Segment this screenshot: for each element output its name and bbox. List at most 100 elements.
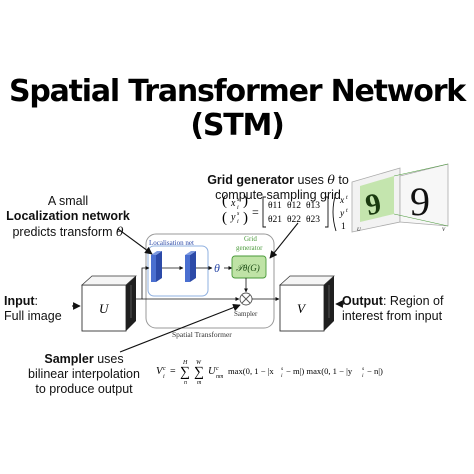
formula-u-sub: nm <box>216 374 224 380</box>
matrix-bracket-right <box>325 196 329 228</box>
vec-top-sup: t <box>346 195 348 201</box>
localization-theta: θ <box>115 224 124 239</box>
sampler-line-3: to produce output <box>35 382 133 396</box>
formula-sum-2-top: W <box>196 360 202 366</box>
matrix-r1c1: θ11 <box>268 201 282 211</box>
matrix-lhs-bot-sub: i <box>237 219 239 225</box>
bilinear-formula: V c i = ∑ H n ∑ W m U c nm max(0, 1 − |x… <box>156 360 383 386</box>
matrix-r2c3: θ23 <box>306 215 320 225</box>
thumbnail-digit-v: 9 <box>410 179 430 224</box>
localisation-layer-2 <box>185 251 196 282</box>
formula-max-1b: − m|) max(0, 1 − |y <box>286 366 353 376</box>
transform-label: 𝒯θ(G) <box>236 263 260 273</box>
matrix-lhs-bot: y <box>230 212 236 223</box>
thumbnail-digit-u: 9 <box>363 187 385 222</box>
v-label: V <box>297 301 307 316</box>
matrix-bracket-left <box>262 196 266 228</box>
localization-line-1: A small <box>47 194 89 208</box>
transform-thumbnail: 9 9 U V <box>351 163 449 233</box>
localization-annotation-arrow <box>117 228 153 255</box>
formula-sum-2-bot: m <box>197 380 202 386</box>
formula-v-sub: i <box>163 374 165 380</box>
grid-generator-label-2: generator <box>236 244 263 252</box>
grid-rest-2: to <box>334 173 349 187</box>
input-rest: : <box>34 294 39 308</box>
vec-mid: y <box>339 209 345 219</box>
formula-y-sub: i <box>362 373 364 379</box>
formula-y-sup: s <box>362 366 364 372</box>
grid-generator-label-1: Grid <box>244 235 257 243</box>
formula-eq: = <box>170 366 176 377</box>
input-line-2: Full image <box>4 309 62 323</box>
formula-x-sub: i <box>281 373 283 379</box>
localisation-layer-1 <box>151 251 162 282</box>
matrix-r2c2: θ22 <box>287 215 301 225</box>
output-rest: : Region of <box>382 294 444 308</box>
formula-u-sup: c <box>216 366 219 372</box>
matrix-lhs-top: x <box>230 198 236 209</box>
localization-line-3: predicts transform <box>12 225 116 239</box>
matrix-lhs-bracket-left: ( <box>222 193 227 209</box>
formula-max-2b: − n|) <box>367 366 383 376</box>
grid-bold: Grid generator <box>207 173 295 187</box>
vec-paren-left <box>332 192 337 232</box>
localization-bold: Localization network <box>6 209 130 223</box>
formula-u: U <box>208 366 217 377</box>
grid-annotation: Grid generator uses θ to compute samplin… <box>190 172 366 203</box>
grid-theta: θ <box>327 172 335 187</box>
formula-sum-1-top: H <box>182 360 188 366</box>
matrix-r2c1: θ21 <box>268 215 282 225</box>
localization-annotation: A small Localization network predicts tr… <box>6 194 130 240</box>
title-line-1: Spatial Transformer Network <box>8 74 466 109</box>
theta-label: θ <box>214 261 220 275</box>
output-bold: Output <box>342 294 383 308</box>
sampler-line-2: bilinear interpolation <box>28 367 140 381</box>
matrix-lhs-top-sup: s <box>237 197 240 203</box>
formula-v-sup: c <box>163 366 166 372</box>
matrix-lhs-bracket-left-2: ( <box>222 210 227 226</box>
formula-sum-1-bot: n <box>184 380 187 386</box>
matrix-lhs-top-sub: i <box>237 205 239 211</box>
input-bold: Input <box>4 294 35 308</box>
input-cube-u: U <box>81 275 137 332</box>
spatial-transformer-label: Spatial Transformer <box>172 330 232 339</box>
matrix-lhs-bracket-right-2: ) <box>243 210 248 226</box>
grid-annotation-arrow <box>269 222 299 259</box>
thumbnail-link-1 <box>393 163 449 177</box>
matrix-r1c3: θ13 <box>306 201 320 211</box>
sampler-rest: uses <box>93 352 124 366</box>
formula-x-sup: s <box>281 366 283 372</box>
vec-top: x <box>339 196 345 206</box>
formula-max-1: max(0, 1 − |x <box>228 366 274 376</box>
localisation-net-box <box>147 245 209 297</box>
sampler-annotation-arrow <box>119 303 241 353</box>
u-label: U <box>99 301 110 316</box>
u-to-loc-arrow <box>136 266 150 300</box>
grid-rest: uses <box>294 173 328 187</box>
localisation-net-label: Localisation net <box>149 239 194 247</box>
input-annotation: Input: Full image <box>4 294 76 324</box>
matrix-lhs-bot-sup: s <box>237 211 240 217</box>
formula-sum-2: ∑ <box>194 365 204 380</box>
thumbnail-link-2 <box>393 213 449 227</box>
vec-bot: 1 <box>341 222 346 232</box>
thumbnail-grid-overlay <box>360 176 394 222</box>
title-line-2: (STM) <box>190 108 285 143</box>
formula-sum-1: ∑ <box>180 365 190 380</box>
formula-v: V <box>156 366 164 377</box>
grid-generator-box <box>231 255 267 279</box>
thumbnail-label-v: V <box>442 228 446 233</box>
spatial-transformer-box <box>145 233 275 329</box>
output-cube-v: V <box>279 275 335 332</box>
matrix-r1c2: θ12 <box>287 201 301 211</box>
matrix-equals: = <box>252 205 259 219</box>
vec-mid-sup: t <box>346 208 348 214</box>
sampler-bold: Sampler <box>44 352 94 366</box>
grid-matrix-equation: ( ( x s i y s i ) ) = θ11 θ12 θ13 θ21 θ2… <box>222 192 358 232</box>
output-annotation: Output: Region of interest from input <box>342 294 472 324</box>
matrix-lhs-bracket-right: ) <box>243 193 248 209</box>
sampler-label: Sampler <box>234 310 258 318</box>
thumbnail-label-u: U <box>357 228 361 233</box>
sampler-annotation: Sampler uses bilinear interpolation to p… <box>14 352 154 397</box>
